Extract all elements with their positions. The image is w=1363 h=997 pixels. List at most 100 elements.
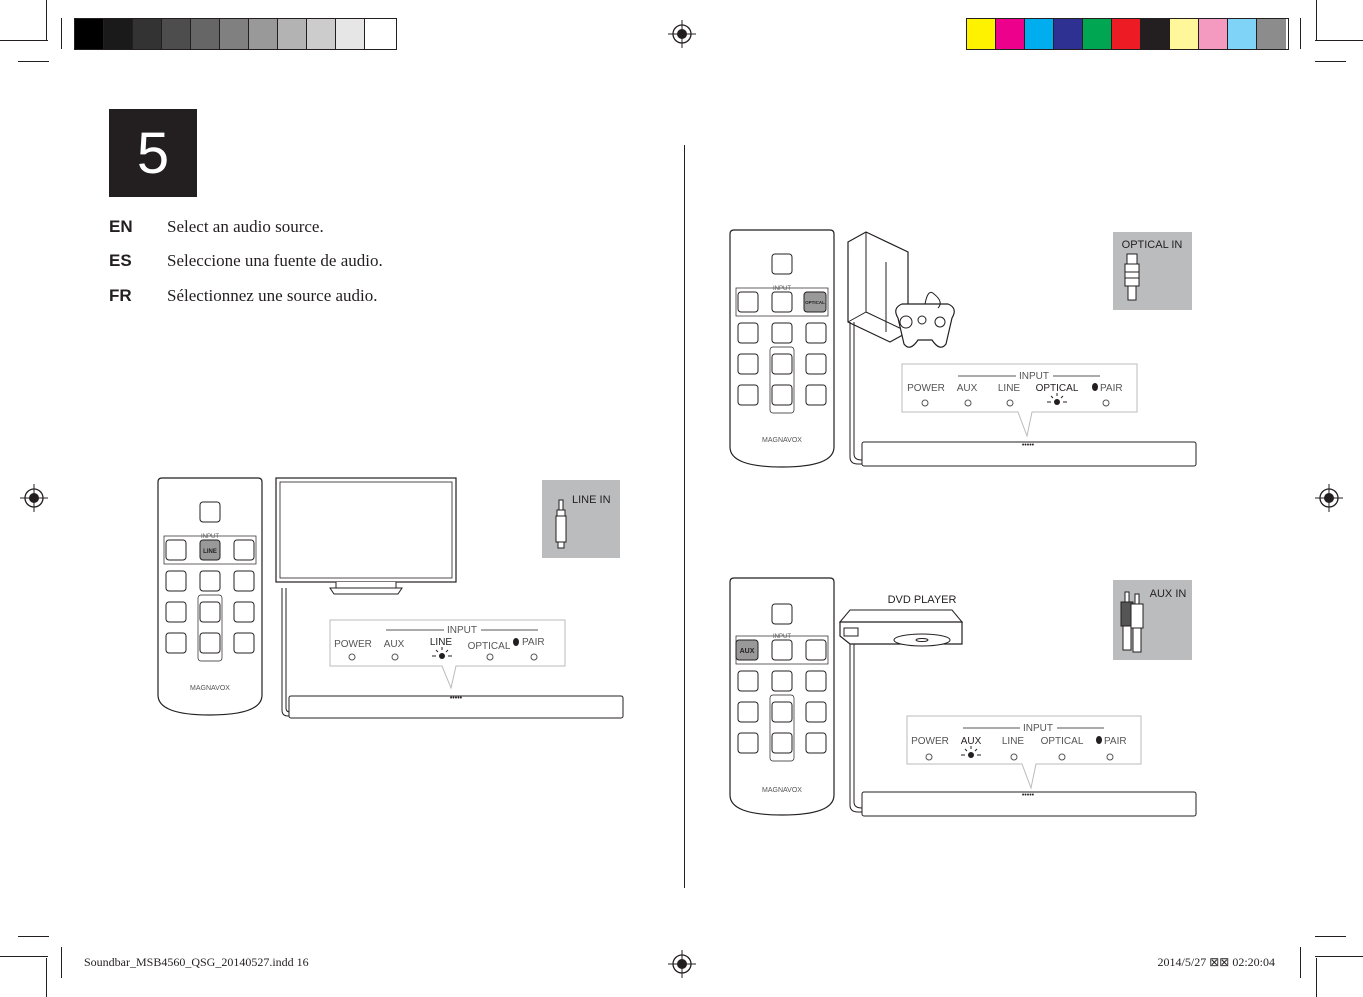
soundbar	[861, 791, 1197, 817]
color-swatch	[220, 19, 249, 49]
bluetooth-icon	[1096, 736, 1102, 744]
grayscale-swatch-bar	[74, 18, 397, 50]
crop-mark	[1315, 936, 1346, 937]
color-swatch	[365, 19, 394, 49]
step-number: 5	[136, 120, 170, 186]
remote-input-label: INPUT	[773, 634, 791, 640]
step-number-box: 5	[109, 109, 197, 197]
line-in-diagram: INPUT LINE MAGNAVOX ••••• INPUT POWER AU…	[157, 477, 624, 719]
remote-brand: MAGNAVOX	[190, 685, 230, 692]
color-swatch	[104, 19, 133, 49]
optical-plug-icon	[1124, 253, 1140, 301]
crop-mark	[1300, 947, 1301, 978]
remote-button-label: LINE	[203, 549, 217, 555]
svg-text:•••••: •••••	[450, 695, 463, 702]
crop-mark	[0, 956, 48, 957]
color-swatch-bar	[966, 18, 1289, 50]
3.5mm-jack-icon	[555, 499, 567, 549]
remote-button-label: AUX	[740, 648, 755, 655]
panel-pair: PAIR	[1100, 383, 1123, 394]
crop-mark	[61, 947, 62, 978]
panel-line: LINE	[998, 383, 1021, 394]
crop-mark	[1316, 0, 1317, 40]
panel-optical: OPTICAL	[1041, 736, 1084, 747]
instruction-text: Sélectionnez une source audio.	[167, 286, 378, 305]
panel-optical: OPTICAL	[468, 641, 511, 652]
color-swatch	[1199, 19, 1228, 49]
color-swatch	[278, 19, 307, 49]
remote-control: INPUT OPTICAL MAGNAVOX	[729, 229, 835, 468]
remote-input-label: INPUT	[201, 534, 219, 540]
crop-mark	[0, 40, 48, 41]
input-panel: INPUT POWER AUX LINE OPTICAL PAIR	[901, 363, 1138, 438]
instruction-fr: FR Sélectionnez une source audio.	[109, 286, 378, 306]
remote-control: INPUT AUX MAGNAVOX	[729, 577, 835, 816]
crop-mark	[1315, 61, 1346, 62]
color-swatch	[967, 19, 996, 49]
color-swatch	[336, 19, 365, 49]
connector-label: LINE IN	[572, 494, 611, 506]
crop-mark	[1315, 956, 1363, 957]
panel-power: POWER	[907, 383, 945, 394]
panel-power: POWER	[911, 736, 949, 747]
crop-mark	[1316, 958, 1317, 997]
color-swatch	[1112, 19, 1141, 49]
panel-aux: AUX	[384, 639, 405, 650]
color-swatch	[75, 19, 104, 49]
connector-label: AUX IN	[1150, 588, 1187, 600]
panel-input-title: INPUT	[1023, 723, 1053, 734]
remote-brand: MAGNAVOX	[762, 437, 802, 444]
instruction-text: Seleccione una fuente de audio.	[167, 251, 383, 270]
remote-control: INPUT LINE MAGNAVOX	[157, 477, 263, 716]
panel-pair: PAIR	[1104, 736, 1127, 747]
panel-pair: PAIR	[522, 637, 545, 648]
panel-line: LINE	[1002, 736, 1025, 747]
color-swatch	[1083, 19, 1112, 49]
registration-mark-icon	[20, 484, 48, 512]
footer-timestamp: 2014/5/27 ⊠⊠ 02:20:04	[1157, 955, 1275, 969]
bluetooth-icon	[1092, 383, 1098, 391]
aux-in-connector-box: AUX IN	[1113, 580, 1192, 660]
line-in-connector-box: LINE IN	[542, 480, 620, 558]
remote-brand: MAGNAVOX	[762, 787, 802, 794]
panel-line: LINE	[430, 637, 453, 648]
led-lit-icon	[961, 746, 981, 758]
crop-mark	[1300, 18, 1301, 49]
bluetooth-icon	[513, 638, 519, 646]
registration-mark-icon	[668, 20, 696, 48]
input-panel: INPUT POWER AUX LINE OPTICAL PAIR	[906, 715, 1142, 790]
color-swatch	[1054, 19, 1083, 49]
color-swatch	[249, 19, 278, 49]
color-swatch	[191, 19, 220, 49]
rca-plug-icon	[1120, 591, 1144, 653]
instruction-en: EN Select an audio source.	[109, 217, 324, 237]
crop-mark	[46, 0, 47, 40]
dvd-player-icon	[838, 609, 964, 647]
color-swatch	[1170, 19, 1199, 49]
panel-input-title: INPUT	[447, 625, 477, 636]
soundbar	[861, 441, 1197, 467]
game-console-icon	[847, 231, 909, 343]
color-swatch	[1025, 19, 1054, 49]
connector-label: OPTICAL IN	[1122, 239, 1183, 251]
led-lit-icon	[1047, 393, 1067, 405]
registration-mark-icon	[668, 950, 696, 978]
color-swatch	[1141, 19, 1170, 49]
crop-mark	[1315, 40, 1363, 41]
crop-mark	[46, 958, 47, 997]
led-lit-icon	[432, 647, 452, 659]
color-swatch	[1228, 19, 1257, 49]
crop-mark	[18, 936, 49, 937]
crop-mark	[61, 18, 62, 49]
remote-input-label: INPUT	[773, 286, 791, 292]
panel-input-title: INPUT	[1019, 371, 1049, 382]
panel-optical: OPTICAL	[1036, 383, 1079, 394]
panel-power: POWER	[334, 639, 372, 650]
lang-code: FR	[109, 286, 132, 305]
device-label: DVD PLAYER	[888, 594, 957, 606]
page-divider	[684, 145, 685, 888]
tv-icon	[275, 477, 457, 595]
remote-button-label: OPTICAL	[805, 300, 825, 305]
lang-code: ES	[109, 251, 132, 270]
lang-code: EN	[109, 217, 133, 236]
